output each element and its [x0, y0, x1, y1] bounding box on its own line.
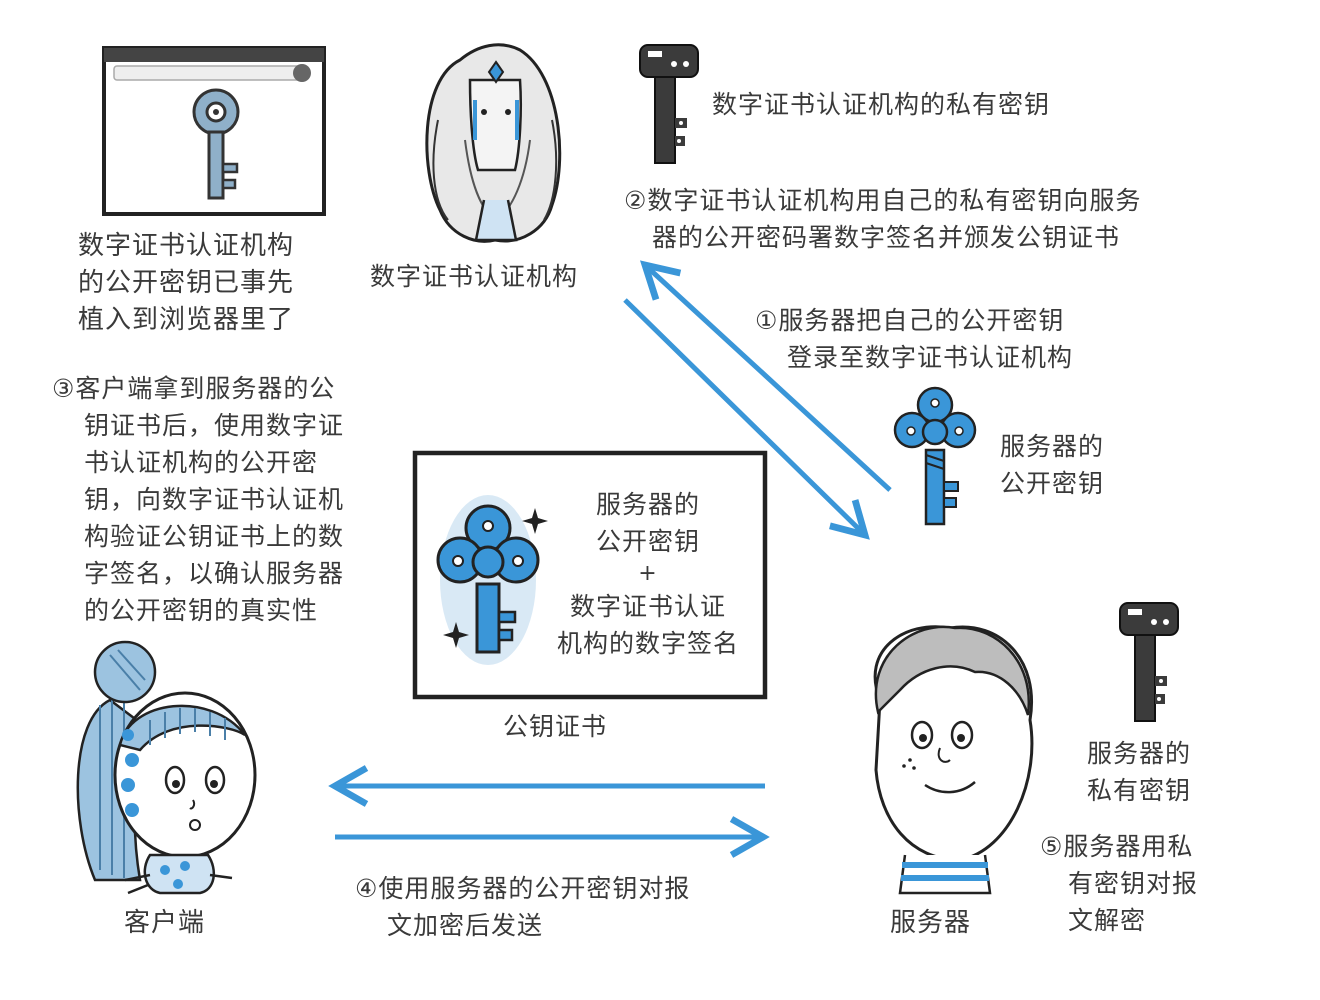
certificate-caption: 公钥证书	[503, 712, 608, 741]
server-private-key-line: 服务器的	[1087, 739, 1192, 768]
server-figure	[873, 625, 1034, 895]
browser-caption-line: 的公开密钥已事先	[78, 268, 295, 298]
step-1-line: 登录至数字证书认证机构	[787, 343, 1074, 372]
certificate-line: 公开密钥	[595, 527, 700, 556]
browser-caption-line: 数字证书认证机构	[78, 231, 295, 261]
client-label: 客户端	[124, 908, 206, 938]
step-3-line: 钥证书后，使用数字证	[84, 411, 345, 440]
server-public-key-label: 服务器的 公开密钥	[1000, 428, 1104, 502]
certificate-line: 数字证书认证	[569, 592, 726, 621]
certificate-line: 机构的数字签名	[556, 629, 739, 658]
ca-label: 数字证书认证机构	[370, 262, 579, 291]
certificate-plus: +	[638, 561, 658, 586]
server-label: 服务器	[890, 908, 972, 938]
server-private-key-label: 服务器的 私有密钥	[1087, 735, 1191, 809]
step-3-text: ③客户端拿到服务器的公 钥证书后，使用数字证 书认证机构的公开密 钥，向数字证书…	[52, 370, 344, 629]
step-2-text: ②数字证书认证机构用自己的私有密钥向服务 器的公开密码署数字签名并颁发公钥证书	[624, 182, 1141, 256]
ca-private-key-icon	[639, 44, 699, 164]
step-4-line: 文加密后发送	[387, 911, 544, 940]
step-2-line: ②数字证书认证机构用自己的私有密钥向服务	[624, 186, 1142, 215]
browser-caption: 数字证书认证机构 的公开密钥已事先 植入到浏览器里了	[78, 228, 294, 339]
step-4-text: ④使用服务器的公开密钥对报 文加密后发送	[355, 870, 690, 944]
certificate-key-icon	[436, 495, 548, 665]
step-3-line: 钥，向数字证书认证机	[84, 485, 345, 514]
step-4-line: ④使用服务器的公开密钥对报	[355, 874, 691, 903]
step-2-line: 器的公开密码署数字签名并颁发公钥证书	[652, 223, 1121, 252]
step-5-line: 文解密	[1068, 906, 1147, 935]
browser-caption-line: 植入到浏览器里了	[78, 305, 295, 335]
step-5-text: ⑤服务器用私 有密钥对报 文解密	[1040, 828, 1198, 939]
certificate-line: 服务器的	[595, 490, 700, 519]
ca-authority-figure	[425, 43, 562, 243]
ca-server-arrows	[623, 260, 892, 540]
step-3-line: 的公开密钥的真实性	[84, 596, 319, 625]
public-key-certificate	[412, 450, 768, 700]
step-5-line: 有密钥对报	[1068, 869, 1199, 898]
ca-public-key-icon	[192, 88, 240, 200]
server-public-key-line: 服务器的	[1000, 432, 1105, 461]
browser-window-icon	[102, 46, 326, 216]
step-3-line: 构验证公钥证书上的数	[84, 522, 345, 551]
step-3-line: 书认证机构的公开密	[84, 448, 319, 477]
step-5-line: ⑤服务器用私	[1040, 832, 1194, 861]
server-public-key-line: 公开密钥	[1000, 469, 1105, 498]
server-public-key-icon	[893, 386, 977, 526]
step-1-line: ①服务器把自己的公开密钥	[755, 306, 1065, 335]
certificate-text: 服务器的 公开密钥 + 数字证书认证 机构的数字签名	[548, 486, 748, 662]
step-3-line: 字签名，以确认服务器	[84, 559, 345, 588]
step-1-text: ①服务器把自己的公开密钥 登录至数字证书认证机构	[755, 302, 1073, 376]
ca-private-key-label: 数字证书认证机构的私有密钥	[712, 90, 1051, 119]
client-figure	[76, 640, 257, 895]
client-server-arrows	[328, 765, 770, 858]
step-3-line: ③客户端拿到服务器的公	[52, 374, 336, 403]
server-private-key-icon	[1119, 602, 1179, 722]
server-private-key-line: 私有密钥	[1087, 776, 1192, 805]
